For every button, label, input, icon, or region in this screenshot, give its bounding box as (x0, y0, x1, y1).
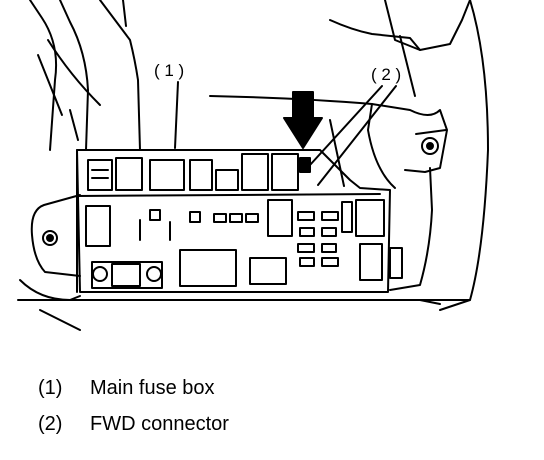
legend-text: FWD connector (90, 413, 229, 435)
mounting-bolt-right (415, 129, 447, 155)
legend-text: Main fuse box (90, 377, 215, 399)
fuse-box-illustration: ( 1 ) ( 2 ) (17, 0, 489, 331)
legend-number: (1) (38, 377, 63, 399)
mounting-bracket-left (30, 194, 81, 277)
main-fuse-box (76, 149, 403, 293)
legend-item-main-fuse-box: (1) Main fuse box (38, 377, 215, 400)
leader-line-2 (309, 85, 383, 166)
vehicle-body-outline (17, 0, 489, 331)
leader-line-1 (174, 81, 179, 149)
callout-label-1: ( 1 ) (154, 61, 184, 80)
legend-item-fwd-connector: (2) FWD connector (38, 413, 229, 436)
callout-label-2: ( 2 ) (371, 65, 401, 84)
legend-number: (2) (38, 413, 63, 435)
leader-line-2b (317, 85, 397, 186)
down-arrow-icon (283, 91, 323, 149)
